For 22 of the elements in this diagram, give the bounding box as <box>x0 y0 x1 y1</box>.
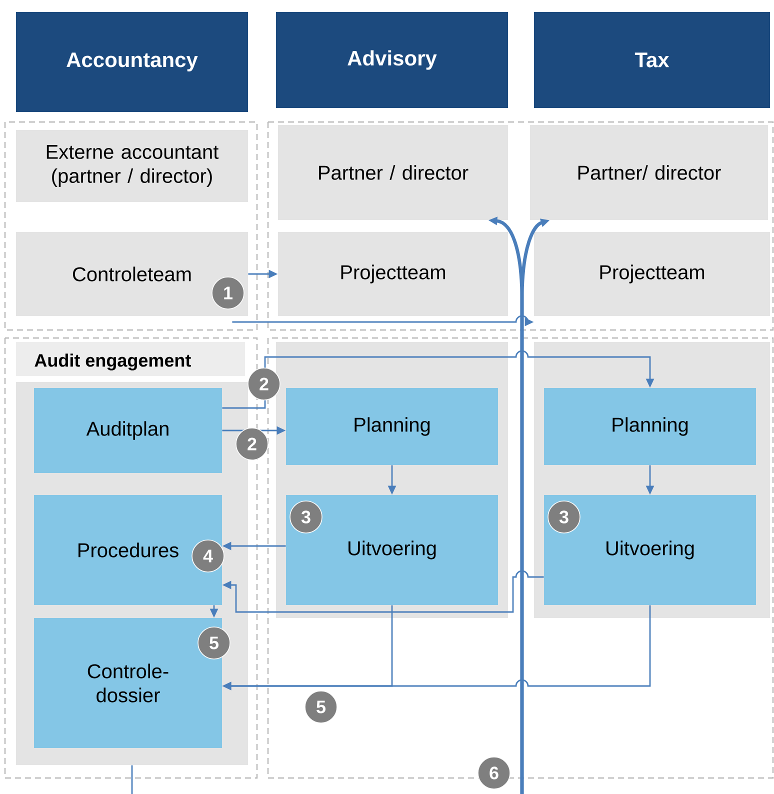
process-box: Auditplan <box>34 388 222 473</box>
callout-number: 5 <box>198 626 230 660</box>
role-box: Partner / director <box>278 125 508 220</box>
node-label: Audit engagement <box>34 354 191 370</box>
role-box: Externe accountant (partner / director) <box>16 130 248 202</box>
callout-number: 3 <box>548 500 580 534</box>
callout-number: 2 <box>248 368 280 400</box>
callout-number: 2 <box>236 428 268 460</box>
role-box: Projectteam <box>278 232 508 316</box>
column-header: Tax <box>534 12 770 108</box>
callout-number: 4 <box>192 540 224 572</box>
callout-number: 6 <box>478 756 510 790</box>
role-box: Partner/ director <box>530 125 768 220</box>
arrow <box>222 350 654 409</box>
callout-number: 3 <box>290 500 322 534</box>
callout-number: 5 <box>304 690 338 724</box>
column-header: Accountancy <box>16 12 248 112</box>
callout-number: 1 <box>212 276 244 310</box>
role-box: Projectteam <box>534 232 770 316</box>
process-box: Planning <box>286 388 498 465</box>
process-box: Planning <box>544 388 756 465</box>
column-header: Advisory <box>276 12 508 108</box>
